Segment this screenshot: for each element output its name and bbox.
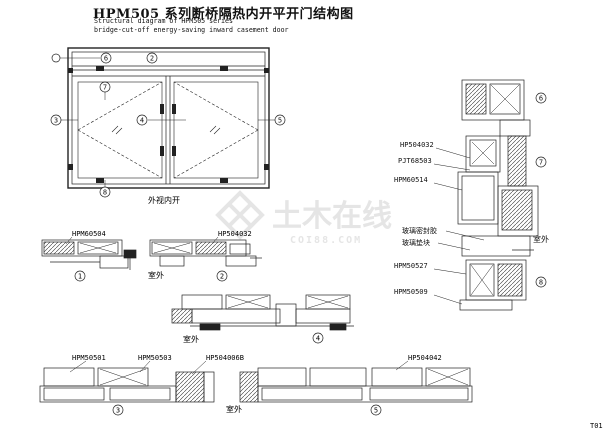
outdoor-label-vs: 室外 xyxy=(533,234,549,244)
label-hpm50503: HPM50503 xyxy=(138,354,172,362)
label-hp504006b: HP504006B xyxy=(206,354,244,362)
vs-labels: HP504032 PJT68503 HPM60514 玻璃密封胶 玻璃垫块 HP… xyxy=(394,141,549,305)
subtitle-line-2: bridge-cut-off energy-saving inward case… xyxy=(94,26,289,34)
door-elevation xyxy=(58,47,276,189)
marker-2-section: 2 xyxy=(216,270,228,282)
marker-4-section: 4 xyxy=(312,332,324,344)
vertical-section xyxy=(457,79,539,311)
svg-text:5: 5 xyxy=(374,407,378,415)
watermark: 土木在线 COI88.COM xyxy=(215,190,392,246)
label-hpm50509: HPM50509 xyxy=(394,288,428,296)
label-hpm50501: HPM50501 xyxy=(72,354,106,362)
svg-text:2: 2 xyxy=(220,273,224,281)
svg-text:6: 6 xyxy=(539,95,543,103)
svg-text:5: 5 xyxy=(278,117,282,125)
svg-text:1: 1 xyxy=(78,273,82,281)
label-glass-pad: 玻璃垫块 xyxy=(402,238,430,247)
label-glass-sealant: 玻璃密封胶 xyxy=(402,226,437,235)
svg-text:3: 3 xyxy=(116,407,120,415)
marker-8-vs: 8 xyxy=(535,276,547,288)
elevation-caption: 外视内开 xyxy=(148,195,180,205)
outdoor-label-b: 室外 xyxy=(183,334,199,344)
marker-5: 5 xyxy=(274,114,286,126)
subtitle-line-1: Structural diagram of HPM505 series xyxy=(94,17,233,25)
label-hp504032-vs: HP504032 xyxy=(400,141,434,149)
label-hpm60504: HPM60504 xyxy=(72,230,106,238)
watermark-text-cn: 土木在线 xyxy=(272,199,392,234)
marker-3-section: 3 xyxy=(112,404,124,416)
elevation-markers: 6 2 7 3 4 5 8 xyxy=(50,52,286,198)
section-1 xyxy=(41,239,137,270)
svg-text:8: 8 xyxy=(103,189,107,197)
watermark-text-en: COI88.COM xyxy=(290,235,362,246)
svg-text:7: 7 xyxy=(103,84,107,92)
label-hp504032-section: HP504032 xyxy=(218,230,252,238)
label-pjt68503: PJT68503 xyxy=(398,157,432,165)
marker-3: 3 xyxy=(50,114,62,126)
svg-text:4: 4 xyxy=(140,117,144,125)
marker-6: 6 xyxy=(100,52,112,64)
section-2 xyxy=(149,239,262,267)
label-hpm50527: HPM50527 xyxy=(394,262,428,270)
watermark-logo-icon xyxy=(215,190,265,240)
section-5 xyxy=(239,367,473,403)
label-hp504042: HP504042 xyxy=(408,354,442,362)
page-number: T01 xyxy=(590,422,603,430)
section-3 xyxy=(39,367,215,403)
svg-text:4: 4 xyxy=(316,335,320,343)
header: HPM505 系列断桥隔热内开平开门结构图 Structural diagram… xyxy=(0,0,610,36)
label-hpm60514: HPM60514 xyxy=(394,176,428,184)
vs-markers: 6 7 8 xyxy=(535,92,547,288)
svg-text:6: 6 xyxy=(104,55,108,63)
outdoor-label-a: 室外 xyxy=(148,270,164,280)
marker-5-section: 5 xyxy=(370,404,382,416)
svg-text:8: 8 xyxy=(539,279,543,287)
section-4 xyxy=(171,294,354,331)
svg-text:7: 7 xyxy=(539,159,543,167)
marker-7-vs: 7 xyxy=(535,156,547,168)
marker-1-section: 1 xyxy=(74,270,86,282)
svg-text:3: 3 xyxy=(54,117,58,125)
marker-6-vs: 6 xyxy=(535,92,547,104)
marker-8: 8 xyxy=(99,186,111,198)
marker-1 xyxy=(51,53,61,63)
page-title: HPM505 系列断桥隔热内开平开门结构图 xyxy=(93,7,354,22)
outdoor-label-c: 室外 xyxy=(226,404,242,414)
marker-7: 7 xyxy=(99,81,111,93)
marker-2: 2 xyxy=(146,52,158,64)
marker-4: 4 xyxy=(136,114,148,126)
svg-text:2: 2 xyxy=(150,55,154,63)
